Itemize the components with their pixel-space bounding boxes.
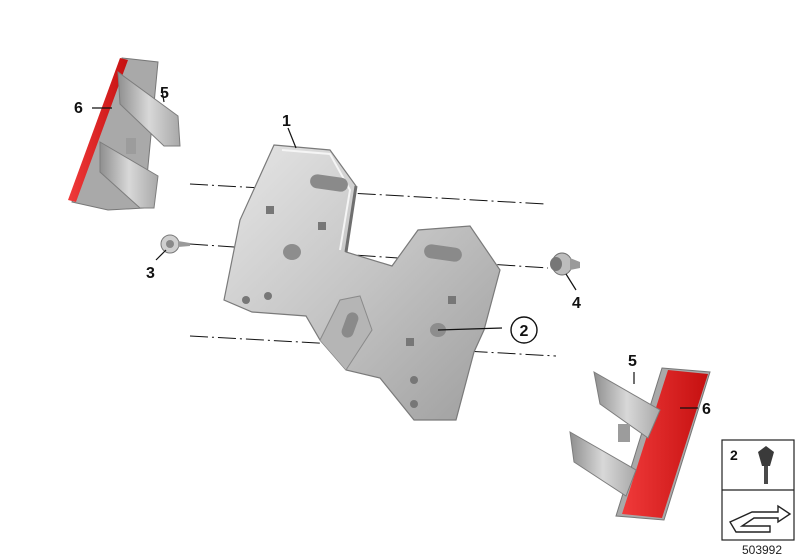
callout-part-5-top: 5 [160,85,169,102]
nut-part [550,252,580,276]
callout-circle-part-2 [510,316,538,344]
legend-box: 2 [721,439,795,541]
callout-part-2: 2 [520,323,529,340]
rivet-icon [758,446,774,484]
callout-part-5-bottom: 5 [628,353,637,370]
arrow-symbol-icon [728,504,792,533]
callout-part-6-top: 6 [74,100,83,117]
mounting-plate-part [223,144,501,421]
legend-item-number: 2 [730,447,738,463]
screw-part [160,234,190,254]
reflector-assembly-bottom-right [569,367,711,521]
reflector-assembly-top-left [68,57,181,211]
diagram-reference-number: 503992 [742,543,782,557]
callout-part-6-bottom: 6 [702,401,711,418]
callout-part-3: 3 [146,265,155,282]
leader-lines [92,89,698,409]
callout-part-4: 4 [572,295,581,312]
callout-part-1: 1 [282,113,291,130]
